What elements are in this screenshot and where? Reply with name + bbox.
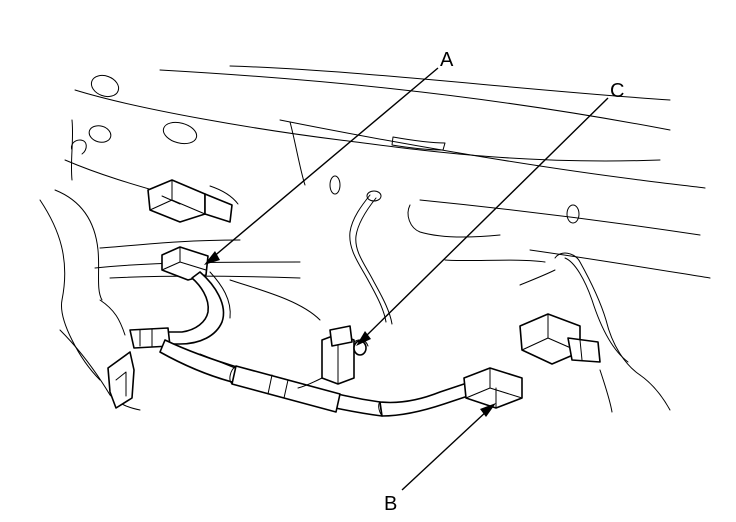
vehicle-body-panel: [39, 65, 711, 413]
wire-harness: [129, 271, 475, 417]
harness-connector-b: [463, 367, 523, 409]
callout-label-a: A: [440, 49, 454, 71]
harness-connector-a: [161, 246, 209, 281]
callout-c-leader: [356, 97, 609, 346]
callout-label-c: C: [610, 80, 624, 102]
lower-left-bracket: [107, 351, 135, 409]
right-side-connector: [519, 313, 601, 365]
upper-left-connector: [147, 179, 239, 223]
harness-clip-c: [297, 325, 369, 389]
callout-b-leader: [401, 403, 496, 491]
callout-a-leader: [204, 67, 439, 265]
callout-label-b: B: [384, 493, 397, 515]
